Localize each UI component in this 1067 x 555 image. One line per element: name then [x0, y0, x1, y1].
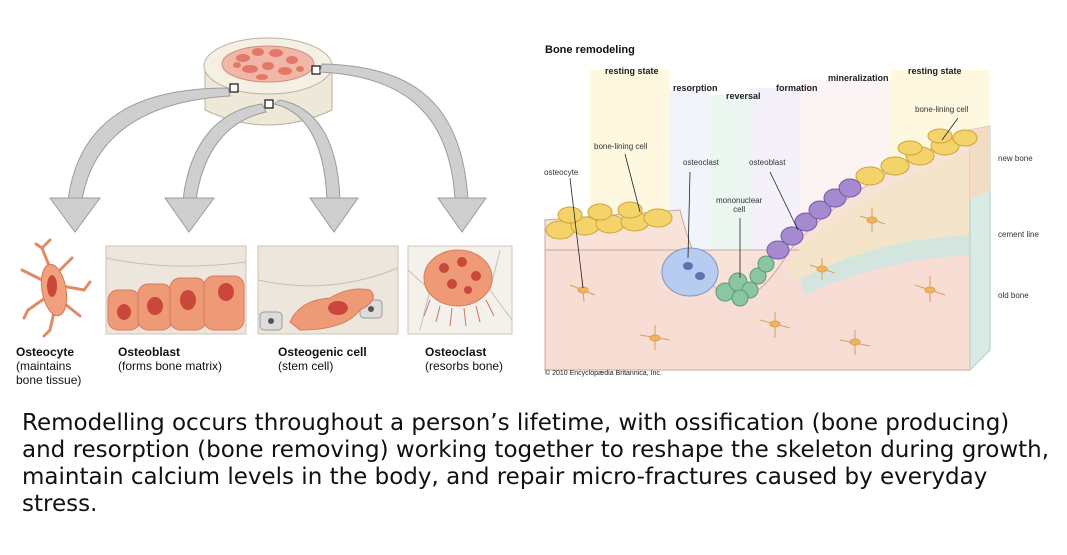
- label-new-bone: new bone: [998, 154, 1033, 163]
- label-bone-lining-left: bone-lining cell: [594, 142, 648, 151]
- phase-formation: formation: [776, 83, 818, 93]
- caption-text: Remodelling occurs throughout a person’s…: [22, 410, 1050, 517]
- osteocyte-label: Osteocyte (maintains bone tissue): [16, 345, 106, 387]
- osteoclast-label: Osteoclast (resorbs bone): [425, 345, 535, 373]
- osteoblast-cells: [766, 178, 862, 260]
- arrows: [49, 63, 487, 233]
- remodeling-title: Bone remodeling: [545, 44, 635, 56]
- copyright: © 2010 Encyclopædia Britannica, Inc.: [545, 370, 662, 377]
- osteogenic-cell-label: Osteogenic cell (stem cell): [278, 345, 408, 373]
- bone-cylinder: [203, 37, 333, 126]
- osteoclast-illustration: [407, 245, 513, 335]
- phase-resorption: resorption: [673, 83, 718, 93]
- cell-name: Osteogenic cell: [278, 345, 367, 359]
- osteoblast-illustration: [105, 245, 247, 335]
- bone-lining-cells-left: [545, 201, 673, 240]
- phase-resting-right: resting state: [908, 66, 962, 76]
- osteocyte-illustration: [20, 238, 92, 338]
- bone-cell-types-figure: [20, 37, 513, 338]
- osteogenic-illustration: [257, 245, 399, 335]
- osteoblast-label: Osteoblast (forms bone matrix): [118, 345, 258, 373]
- cell-name: Osteoclast: [425, 345, 487, 359]
- label-osteocyte: osteocyte: [544, 168, 579, 177]
- cell-desc: (forms bone matrix): [118, 359, 223, 373]
- embedded-osteocytes: [569, 208, 946, 355]
- label-bone-lining-right: bone-lining cell: [915, 105, 969, 114]
- phase-mineralization: mineralization: [828, 73, 889, 83]
- leader-lines: [569, 117, 959, 289]
- phase-resting-left: resting state: [605, 66, 659, 76]
- cell-desc: (maintains bone tissue): [16, 359, 82, 387]
- osteoclast-cell: [661, 247, 719, 297]
- bone-remodeling-diagram: [544, 70, 991, 372]
- cell-name: Osteoblast: [118, 345, 181, 359]
- phase-reversal: reversal: [726, 91, 761, 101]
- label-osteoclast: osteoclast: [683, 158, 720, 167]
- label-osteoblast: osteoblast: [749, 158, 786, 167]
- cell-name: Osteocyte: [16, 345, 75, 359]
- mononuclear-cells: [715, 255, 775, 307]
- label-old-bone: old bone: [998, 291, 1029, 300]
- cell-desc: (resorbs bone): [425, 359, 504, 373]
- bone-lining-cells-right: [855, 128, 978, 186]
- label-cement-line: cement line: [998, 230, 1039, 239]
- label-mononuclear: mononuclear cell: [716, 196, 763, 214]
- cell-desc: (stem cell): [278, 359, 334, 373]
